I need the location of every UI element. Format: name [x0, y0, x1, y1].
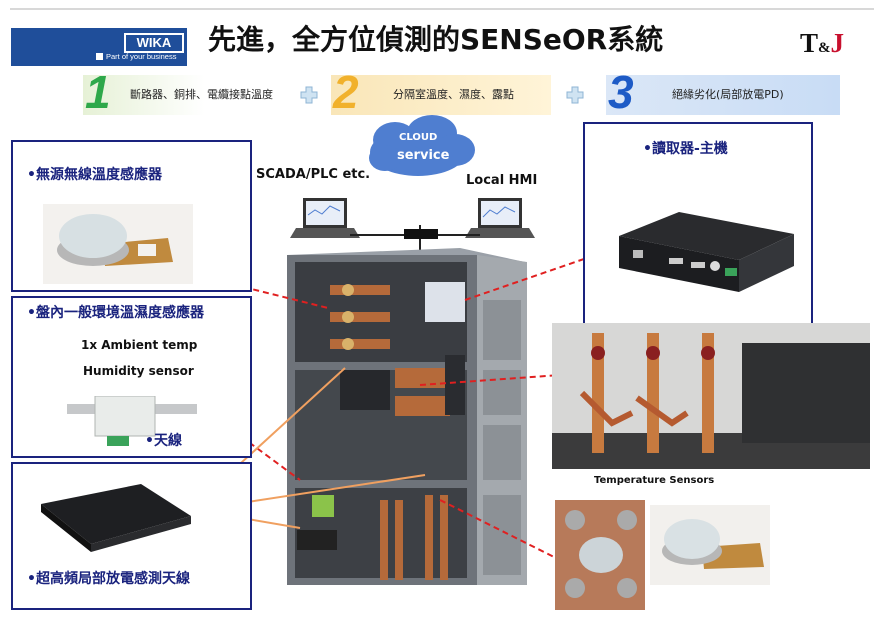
plus-icon: [300, 86, 318, 104]
tj-logo-t: T: [800, 28, 819, 58]
wika-logo-text: WIKA: [124, 33, 184, 53]
tj-logo-amp: &: [818, 40, 831, 56]
panel-uhf-antenna-title: •超高頻局部放電感測天線: [27, 571, 190, 587]
temperature-sensors-caption: Temperature Sensors: [594, 475, 715, 486]
temperature-sensors-photo: [552, 323, 870, 469]
panel-reader-title: •讀取器-主機: [643, 141, 728, 157]
laptop-scada-icon: [290, 198, 360, 238]
passive-sensor-photo-2: [650, 505, 770, 585]
passive-sensor-photo: [43, 204, 193, 284]
step-2-number: 2: [333, 66, 359, 118]
wika-tagline: Part of your business: [106, 52, 177, 61]
step-2-label: 分隔室溫度、濕度、露點: [393, 88, 514, 101]
scada-label: SCADA/PLC etc.: [256, 167, 371, 182]
step-1-label: 斷路器、銅排、電纜接點溫度: [130, 88, 273, 101]
panel-uhf-antenna: •超高頻局部放電感測天線: [11, 462, 252, 610]
step-1-number: 1: [85, 66, 111, 118]
panel-reader: •讀取器-主機: [583, 122, 813, 326]
step-3-number: 3: [608, 66, 634, 118]
cloud-icon: [369, 115, 475, 176]
network-line: [350, 225, 480, 250]
laptop-hmi-icon: [465, 198, 535, 238]
uhf-antenna-photo: [41, 484, 191, 552]
step-1-banner: [83, 75, 286, 115]
antenna-label: •天線: [145, 433, 182, 449]
tj-logo-j: J: [830, 28, 845, 58]
local-hmi-label: Local HMI: [466, 173, 538, 188]
step-3-label: 絕緣劣化(局部放電PD): [672, 88, 784, 101]
tj-logo: T&J: [800, 28, 844, 59]
ambient-line2: Humidity sensor: [83, 364, 194, 378]
reader-device-photo: [619, 212, 794, 292]
plus-icon: [566, 86, 584, 104]
wika-logo-square-icon: [96, 53, 103, 60]
page-title: 先進，全方位偵測的SENSeOR系統: [208, 23, 664, 56]
busbar-sensor-closeup-photo: [555, 500, 645, 610]
panel-ambient-sensor-title: •盤內一般環境溫濕度感應器: [27, 305, 204, 321]
header-rule: [10, 8, 874, 10]
step-3-banner: [606, 75, 840, 115]
step-2-banner: [331, 75, 551, 115]
cloud-label-line1: CLOUD: [399, 132, 438, 143]
switchgear-cabinet: [287, 248, 527, 585]
panel-passive-sensor-title: •無源無線溫度感應器: [27, 167, 162, 183]
humidity-sensor-photo: [67, 396, 197, 446]
cloud-label-line2: service: [397, 148, 450, 163]
panel-ambient-sensor: •盤內一般環境溫濕度感應器 1x Ambient temp Humidity s…: [11, 296, 252, 458]
panel-passive-sensor: •無源無線溫度感應器: [11, 140, 252, 292]
ambient-line1: 1x Ambient temp: [81, 338, 198, 352]
